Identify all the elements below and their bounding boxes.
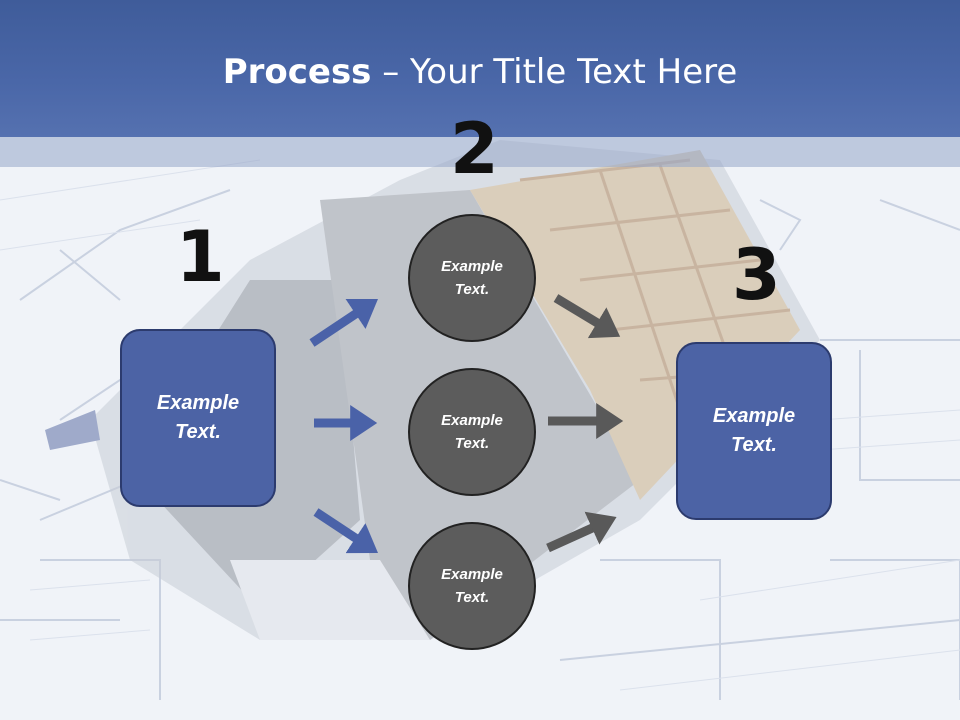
step-number-2: 2	[450, 108, 499, 190]
step-number-1: 1	[176, 216, 225, 298]
title-bold-part: Process	[222, 52, 372, 92]
banner-underline-strip	[0, 137, 960, 167]
circle-top: Example Text.	[408, 214, 536, 342]
title-rest-part: – Your Title Text Here	[371, 52, 738, 92]
slide-title: Process – Your Title Text Here	[0, 52, 960, 92]
left-box: Example Text.	[120, 329, 276, 507]
title-banner	[0, 0, 960, 137]
circle-bottom: Example Text.	[408, 522, 536, 650]
circle-middle: Example Text.	[408, 368, 536, 496]
right-box: Example Text.	[676, 342, 832, 520]
step-number-3: 3	[732, 234, 781, 316]
